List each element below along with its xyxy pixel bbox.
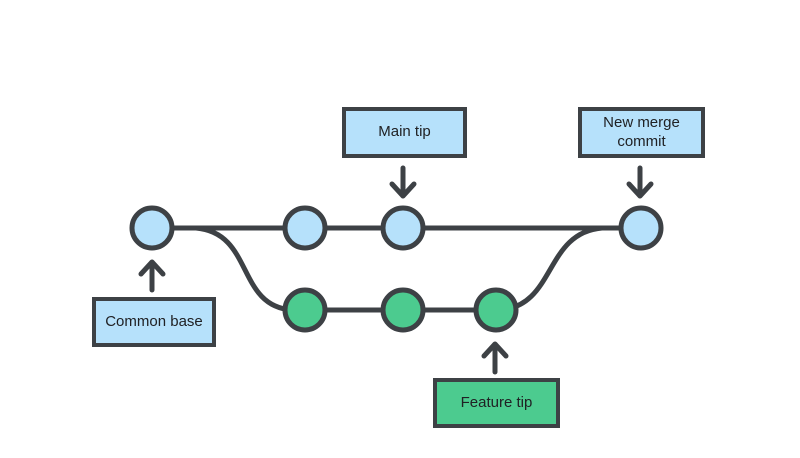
new-merge-commit-label-box: New merge commit xyxy=(578,107,705,158)
new-merge-arrow xyxy=(626,165,654,199)
feature-tip-label-box: Feature tip xyxy=(433,378,560,428)
common-base-arrowhead xyxy=(138,259,166,277)
common-base-label: Common base xyxy=(105,312,203,330)
commit-node-main-2 xyxy=(282,205,328,251)
commit-node-feature-2 xyxy=(380,287,426,333)
new-merge-arrowhead xyxy=(626,181,654,199)
common-base-arrow xyxy=(138,259,166,293)
commit-node-common-base xyxy=(129,205,175,251)
common-base-label-box: Common base xyxy=(92,297,216,347)
main-tip-label: Main tip xyxy=(378,123,431,141)
commit-node-new-merge xyxy=(618,205,664,251)
main-tip-label-box: Main tip xyxy=(342,107,467,158)
commit-node-main-tip xyxy=(380,205,426,251)
main-tip-arrowhead xyxy=(389,181,417,199)
commit-node-feature-tip xyxy=(473,287,519,333)
main-tip-arrow xyxy=(389,165,417,199)
commit-node-feature-1 xyxy=(282,287,328,333)
feature-tip-arrow xyxy=(481,341,509,375)
feature-tip-label: Feature tip xyxy=(460,393,533,411)
new-merge-commit-label: New merge commit xyxy=(603,113,680,150)
feature-tip-arrowhead xyxy=(481,341,509,359)
